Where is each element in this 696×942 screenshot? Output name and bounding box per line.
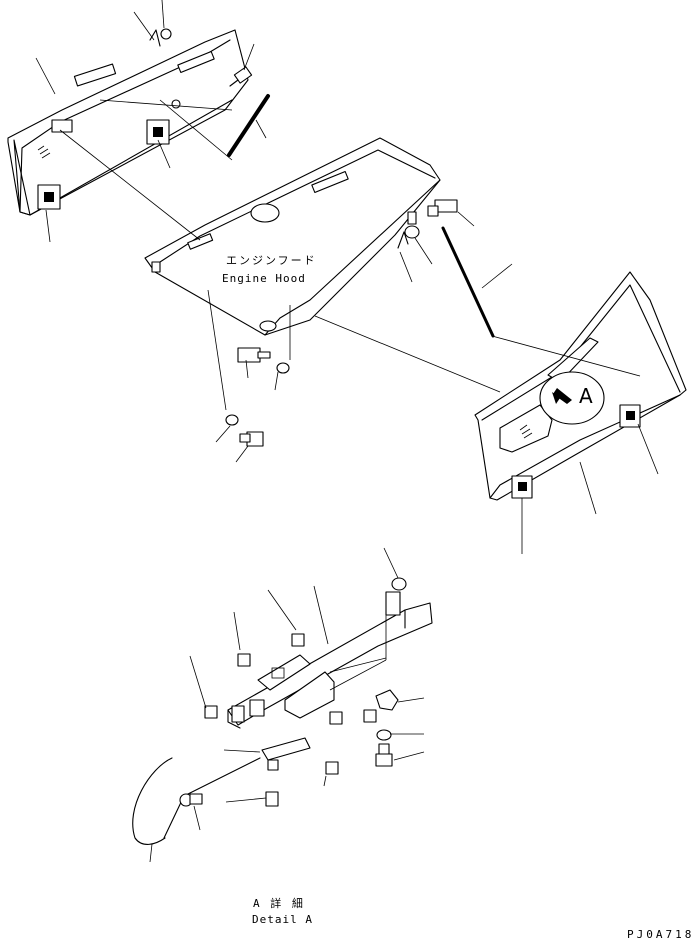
drawing-code: PJ0A718 bbox=[627, 928, 695, 941]
callout-letter-a: A bbox=[579, 384, 593, 408]
assembly-lines bbox=[35, 0, 659, 554]
vent-grille-right bbox=[519, 424, 533, 439]
detail-a-title-en: Detail A bbox=[252, 913, 313, 926]
engine-hood-label-en: Engine Hood bbox=[222, 272, 306, 285]
detail-a-title-jp: A 詳 細 bbox=[253, 897, 305, 910]
detail-a-leaders bbox=[149, 547, 425, 863]
detail-a-assembly bbox=[132, 577, 433, 845]
inner-hood-panel bbox=[7, 29, 249, 216]
engine-hood-panel bbox=[144, 137, 441, 336]
callout-a-bubble bbox=[539, 371, 605, 425]
hood-fasteners bbox=[225, 199, 495, 447]
engine-hood-label-jp: エンジンフード bbox=[226, 254, 317, 267]
vent-grille bbox=[37, 145, 51, 159]
